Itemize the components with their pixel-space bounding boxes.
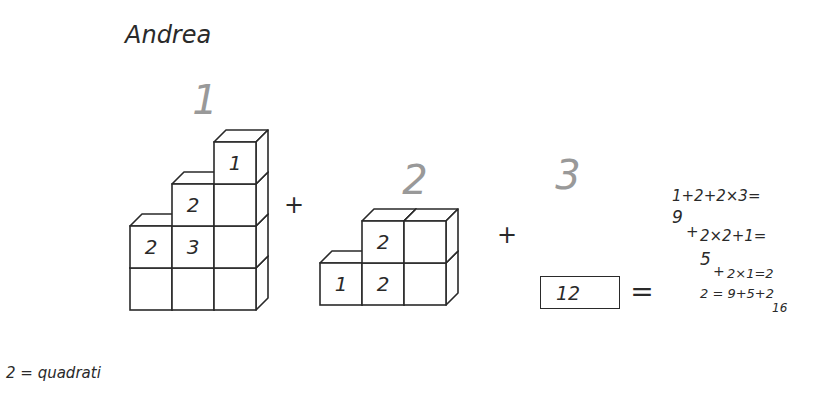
cube-stack <box>320 209 458 305</box>
cube-number: 2 <box>145 236 158 258</box>
student-name: Andrea <box>125 22 211 48</box>
cube <box>214 130 268 184</box>
calculation: 2×1=2 <box>727 267 774 281</box>
box-number: 12 <box>556 283 604 304</box>
cube-number: 2 <box>377 273 390 295</box>
calculation: 1+2+2×3= <box>672 188 760 205</box>
figure-number: 1 <box>192 78 217 122</box>
calculation: 16 <box>772 302 787 315</box>
calculation: + <box>713 264 725 279</box>
plus-sign: + <box>284 192 304 218</box>
cube-number: 3 <box>187 236 200 258</box>
equals-sign: = <box>630 277 653 308</box>
figure-number: 3 <box>555 153 580 197</box>
cube-stack <box>130 130 268 310</box>
cube-number: 1 <box>335 273 348 295</box>
calculation: 2×2+1= <box>700 228 766 245</box>
note: 2 = quadrati <box>6 365 101 382</box>
figure-number: 2 <box>402 158 427 202</box>
cube <box>404 209 458 263</box>
calculation: 9 <box>672 208 683 227</box>
calculation: + <box>686 224 699 241</box>
cube-number: 2 <box>377 231 390 253</box>
cube-number: 2 <box>187 194 200 216</box>
cube-number: 1 <box>229 152 242 174</box>
calculation: 2 = 9+5+2 <box>700 287 774 301</box>
calculation: 5 <box>700 250 711 269</box>
plus-sign: + <box>497 222 517 248</box>
answer-box: 12 <box>540 276 620 309</box>
